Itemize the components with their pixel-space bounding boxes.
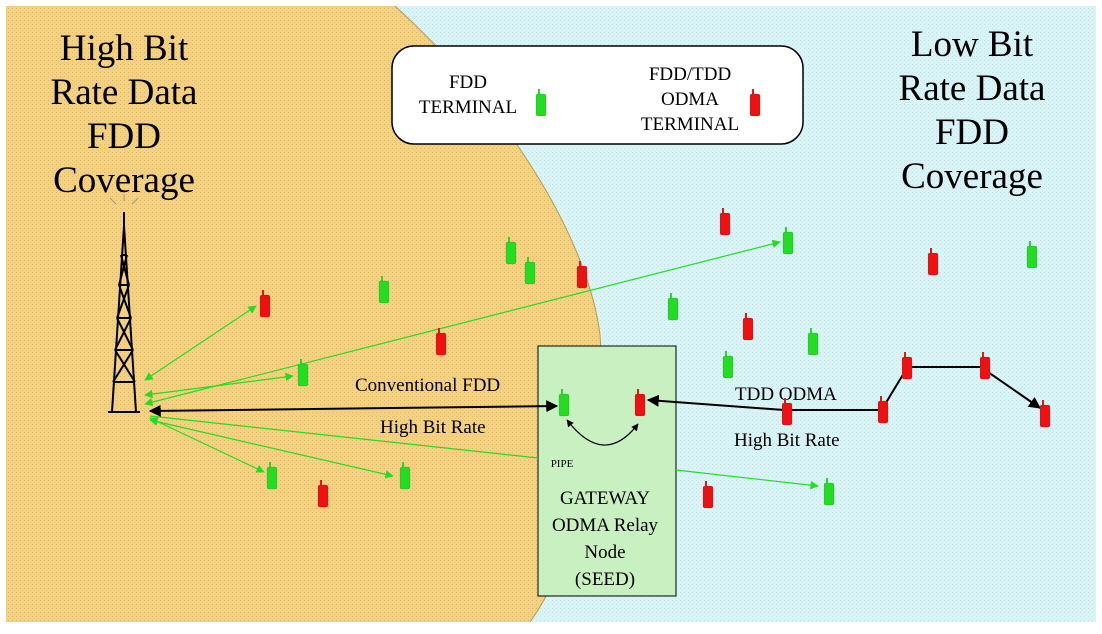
fdd-terminal-icon [535, 89, 547, 117]
conventional-fdd-link [148, 400, 559, 417]
odma-terminal-icon [1039, 400, 1051, 428]
gateway-label-line: Node [584, 542, 625, 563]
fdd-link [144, 239, 781, 407]
odma-terminal-icon [927, 248, 939, 276]
fdd-link [149, 417, 394, 479]
odma-terminal-icon [317, 480, 329, 508]
fdd-terminal-icon [399, 462, 411, 490]
legend-odma-label: TERMINAL [641, 114, 739, 135]
odma-terminal-icon [749, 89, 761, 117]
legend-odma-label: ODMA [661, 89, 719, 110]
odma-terminal-icon [901, 352, 913, 380]
fdd-terminal-icon [505, 237, 517, 265]
low-region-title-line: FDD [935, 112, 1009, 153]
low-region-title: Low Bit Rate Data FDD Coverage [899, 24, 1046, 197]
odma-terminal-icon [435, 328, 447, 356]
odma-terminal-icon [259, 290, 271, 318]
low-region-title-line: Rate Data [899, 68, 1046, 109]
fdd-terminal-icon [667, 293, 679, 321]
odma-link [646, 394, 785, 411]
odma-terminal-icon [742, 313, 754, 341]
odma-terminal-icon [719, 208, 731, 236]
gateway-label-line: (SEED) [575, 569, 635, 590]
odma-terminal-icon [576, 261, 588, 289]
fdd-terminal-icon [297, 359, 309, 387]
gateway-label-line: GATEWAY [560, 488, 650, 509]
legend: FDD TERMINAL FDD/TDD ODMA TERMINAL [391, 45, 804, 145]
odma-terminal-icon [702, 481, 714, 509]
odma-terminal-icon [877, 396, 889, 424]
pipe-label: PIPE [551, 458, 574, 470]
low-region-title-line: Low Bit [911, 24, 1034, 65]
fdd-link [149, 415, 539, 459]
fdd-link [675, 469, 819, 490]
odma-link [987, 371, 1041, 409]
legend-fdd-label: FDD [449, 72, 487, 93]
tdd-odma-label: TDD ODMA [735, 384, 837, 405]
odma-terminal-icon [979, 352, 991, 380]
fdd-terminal-icon [378, 276, 390, 304]
odma-terminal-icon [634, 389, 646, 417]
fdd-terminal-icon [1026, 241, 1038, 269]
odma-terminal-icon [781, 398, 793, 426]
fdd-terminal-icon [524, 257, 536, 285]
high-bit-rate-right-label: High Bit Rate [734, 430, 840, 451]
fdd-links [144, 239, 819, 490]
fdd-terminal-icon [823, 478, 835, 506]
high-region-title-line: FDD [87, 116, 161, 157]
fdd-terminal-icon [722, 351, 734, 379]
gateway-label-line: ODMA Relay [552, 515, 659, 536]
fdd-terminal-icon [266, 462, 278, 490]
legend-odma-label: FDD/TDD [649, 64, 731, 85]
high-region-title-line: High Bit [60, 28, 189, 69]
terminals [259, 208, 1051, 509]
gateway-relay-node: PIPE GATEWAY ODMA Relay Node (SEED) [537, 345, 677, 597]
fdd-terminal-icon [807, 328, 819, 356]
conventional-fdd-label: Conventional FDD [355, 375, 500, 396]
low-region-title-line: Coverage [901, 156, 1043, 197]
high-bit-rate-left-label: High Bit Rate [380, 417, 486, 438]
pipe-arrow [566, 419, 639, 446]
legend-box [391, 45, 804, 145]
fdd-terminal-icon [558, 389, 570, 417]
fdd-terminal-icon [782, 227, 794, 255]
tower-icon [108, 194, 140, 413]
high-region-title-line: Rate Data [51, 72, 198, 113]
legend-fdd-label: TERMINAL [419, 97, 517, 118]
